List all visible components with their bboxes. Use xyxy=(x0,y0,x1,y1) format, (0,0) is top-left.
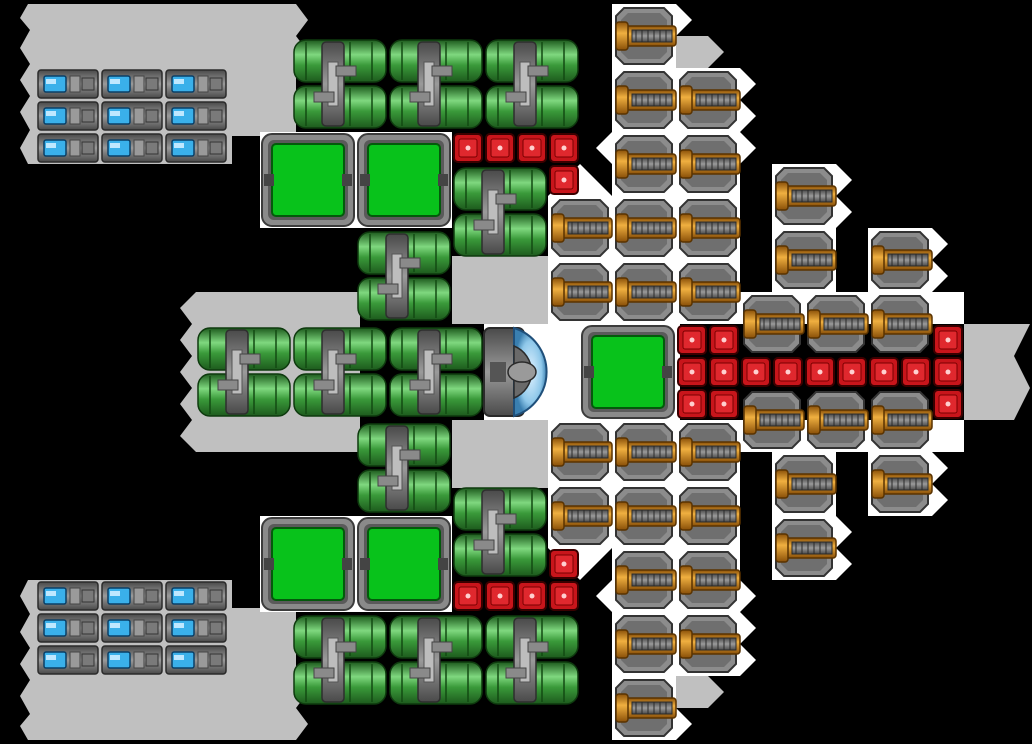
thruster-icon[interactable] xyxy=(165,581,227,611)
armor-block-icon[interactable] xyxy=(549,165,579,195)
cannon-turret-icon[interactable] xyxy=(679,135,741,193)
cannon-turret-icon[interactable] xyxy=(871,455,933,513)
fuel-tank-icon[interactable] xyxy=(197,327,291,417)
armor-block-icon[interactable] xyxy=(453,133,483,163)
control-console-icon[interactable] xyxy=(261,517,355,611)
cannon-turret-icon[interactable] xyxy=(551,263,613,321)
thruster-icon[interactable] xyxy=(37,133,99,163)
cannon-turret-icon[interactable] xyxy=(743,295,805,353)
cannon-turret-icon[interactable] xyxy=(615,551,677,609)
armor-block-icon[interactable] xyxy=(485,581,515,611)
cannon-turret-icon[interactable] xyxy=(871,295,933,353)
thruster-icon[interactable] xyxy=(37,69,99,99)
armor-block-icon[interactable] xyxy=(677,389,707,419)
armor-block-icon[interactable] xyxy=(901,357,931,387)
command-core-icon[interactable] xyxy=(483,326,548,418)
armor-block-icon[interactable] xyxy=(485,133,515,163)
cannon-turret-icon[interactable] xyxy=(679,423,741,481)
armor-block-icon[interactable] xyxy=(549,581,579,611)
control-console-icon[interactable] xyxy=(261,133,355,227)
cannon-turret-icon[interactable] xyxy=(615,423,677,481)
fuel-tank-icon[interactable] xyxy=(453,167,547,257)
fuel-tank-icon[interactable] xyxy=(485,615,579,705)
thruster-icon[interactable] xyxy=(101,69,163,99)
cannon-turret-icon[interactable] xyxy=(871,231,933,289)
armor-block-icon[interactable] xyxy=(773,357,803,387)
fuel-tank-icon[interactable] xyxy=(293,39,387,129)
thruster-icon[interactable] xyxy=(37,645,99,675)
thruster-icon[interactable] xyxy=(101,581,163,611)
cannon-turret-icon[interactable] xyxy=(551,199,613,257)
armor-block-icon[interactable] xyxy=(741,357,771,387)
cannon-turret-icon[interactable] xyxy=(775,231,837,289)
armor-block-icon[interactable] xyxy=(933,389,963,419)
fuel-tank-icon[interactable] xyxy=(357,231,451,321)
armor-block-icon[interactable] xyxy=(549,549,579,579)
fuel-tank-icon[interactable] xyxy=(389,327,483,417)
armor-block-icon[interactable] xyxy=(677,325,707,355)
cannon-turret-icon[interactable] xyxy=(551,487,613,545)
cannon-turret-icon[interactable] xyxy=(615,263,677,321)
cannon-turret-icon[interactable] xyxy=(615,615,677,673)
cannon-turret-icon[interactable] xyxy=(615,679,677,737)
fuel-tank-icon[interactable] xyxy=(357,423,451,513)
cannon-turret-icon[interactable] xyxy=(775,519,837,577)
cannon-turret-icon[interactable] xyxy=(679,615,741,673)
fuel-tank-icon[interactable] xyxy=(485,39,579,129)
cannon-turret-icon[interactable] xyxy=(615,199,677,257)
cannon-turret-icon[interactable] xyxy=(615,135,677,193)
cannon-turret-icon[interactable] xyxy=(679,199,741,257)
thruster-icon[interactable] xyxy=(101,101,163,131)
fuel-tank-icon[interactable] xyxy=(389,615,483,705)
armor-block-icon[interactable] xyxy=(933,357,963,387)
armor-block-icon[interactable] xyxy=(453,581,483,611)
armor-block-icon[interactable] xyxy=(677,357,707,387)
thruster-icon[interactable] xyxy=(37,581,99,611)
cannon-turret-icon[interactable] xyxy=(807,391,869,449)
armor-block-icon[interactable] xyxy=(933,325,963,355)
armor-block-icon[interactable] xyxy=(709,357,739,387)
armor-block-icon[interactable] xyxy=(549,133,579,163)
cannon-turret-icon[interactable] xyxy=(679,263,741,321)
cannon-turret-icon[interactable] xyxy=(551,423,613,481)
thruster-icon[interactable] xyxy=(101,645,163,675)
armor-block-icon[interactable] xyxy=(709,325,739,355)
thruster-icon[interactable] xyxy=(165,613,227,643)
armor-block-icon[interactable] xyxy=(869,357,899,387)
thruster-icon[interactable] xyxy=(165,133,227,163)
fuel-tank-icon[interactable] xyxy=(293,615,387,705)
cannon-turret-icon[interactable] xyxy=(615,487,677,545)
armor-block-icon[interactable] xyxy=(517,581,547,611)
thruster-icon[interactable] xyxy=(37,613,99,643)
cannon-turret-icon[interactable] xyxy=(679,551,741,609)
cannon-turret-icon[interactable] xyxy=(775,455,837,513)
thruster-icon[interactable] xyxy=(37,101,99,131)
cannon-turret-icon[interactable] xyxy=(679,487,741,545)
thruster-icon[interactable] xyxy=(165,101,227,131)
control-console-icon[interactable] xyxy=(357,133,451,227)
cannon-turret-icon[interactable] xyxy=(615,7,677,65)
armor-block-icon[interactable] xyxy=(709,389,739,419)
thruster-icon[interactable] xyxy=(101,133,163,163)
cannon-turret-icon[interactable] xyxy=(743,391,805,449)
control-console-icon[interactable] xyxy=(357,517,451,611)
thruster-icon[interactable] xyxy=(101,613,163,643)
armor-block-icon[interactable] xyxy=(837,357,867,387)
cannon-turret-icon[interactable] xyxy=(615,71,677,129)
fuel-tank-icon[interactable] xyxy=(389,39,483,129)
cannon-turret-icon[interactable] xyxy=(679,71,741,129)
cannon-turret-icon[interactable] xyxy=(775,167,837,225)
thruster-icon[interactable] xyxy=(165,645,227,675)
fuel-tank-icon[interactable] xyxy=(453,487,547,577)
fuel-tank-icon[interactable] xyxy=(293,327,387,417)
armor-block-icon[interactable] xyxy=(805,357,835,387)
armor-block-icon[interactable] xyxy=(517,133,547,163)
control-console-icon[interactable] xyxy=(581,325,675,419)
cannon-turret-icon[interactable] xyxy=(871,391,933,449)
thruster-icon[interactable] xyxy=(165,69,227,99)
cannon-turret-icon[interactable] xyxy=(807,295,869,353)
